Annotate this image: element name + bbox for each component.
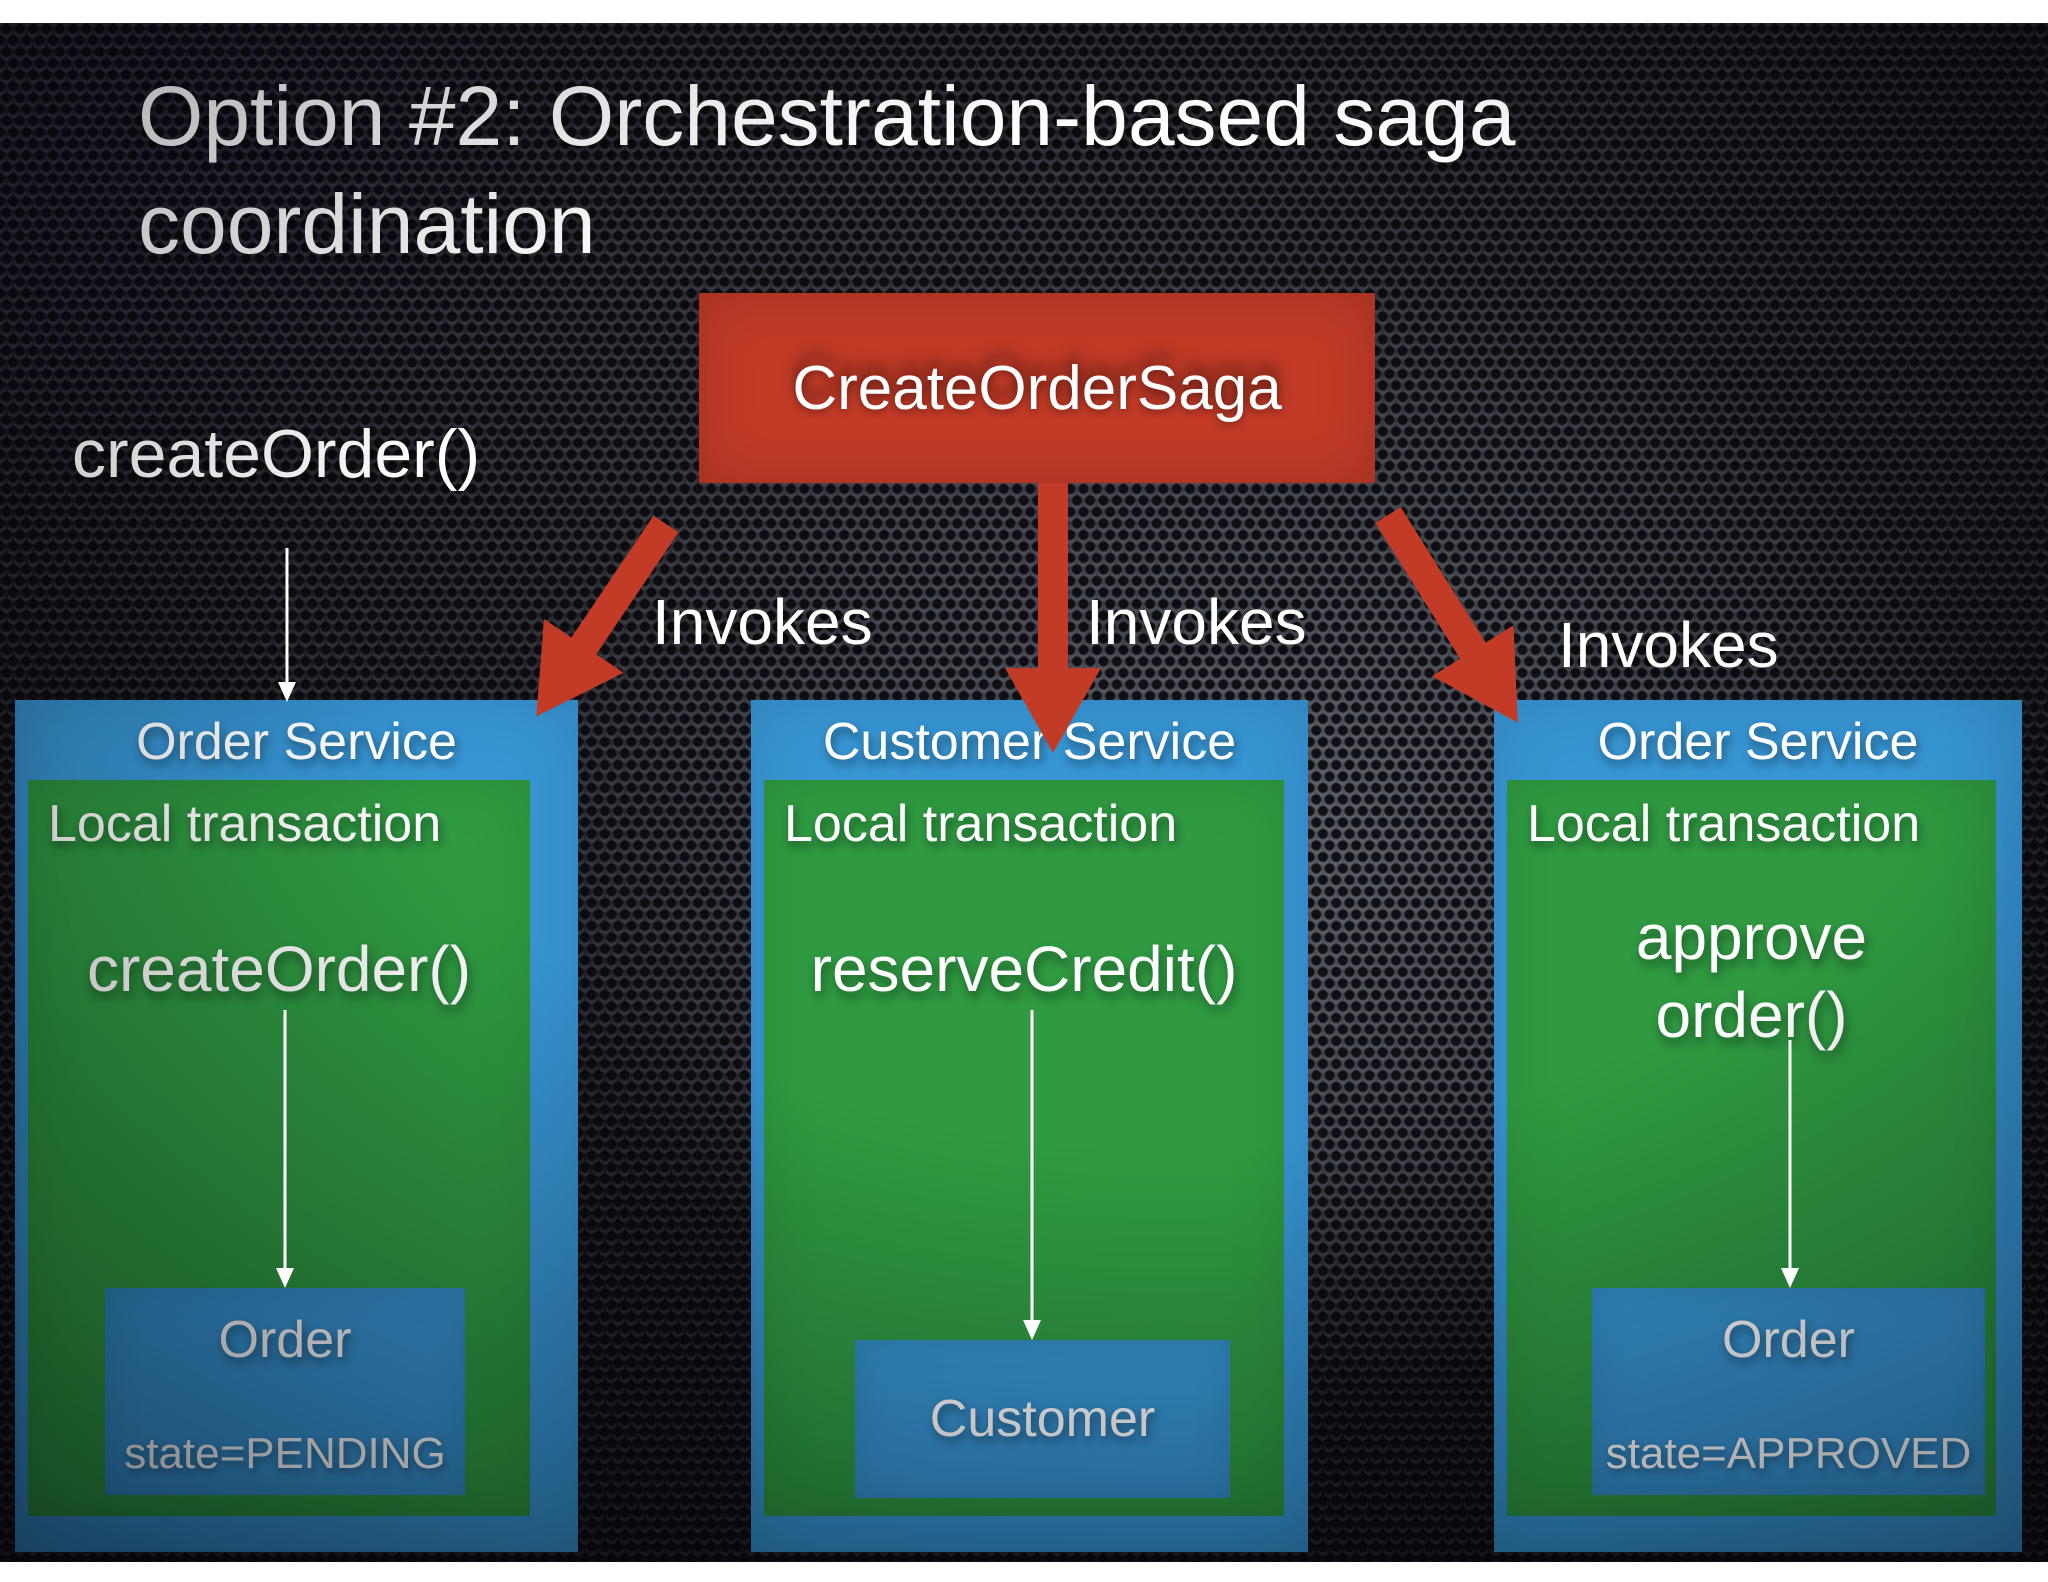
bottom-white-frame (0, 1562, 2048, 1582)
invokes-label-middle: Invokes (1086, 586, 1307, 658)
saga-orchestrator-box: CreateOrderSaga (699, 293, 1375, 483)
service-header: Order Service (136, 713, 457, 771)
service-header: Order Service (1597, 713, 1919, 771)
entity-state: state=PENDING (124, 1429, 446, 1478)
saga-orchestrator-label: CreateOrderSaga (792, 353, 1282, 423)
local-transaction-box: Local transaction createOrder() Order st… (28, 780, 530, 1516)
invokes-label-left: Invokes (652, 586, 873, 658)
service-panel-order-2: Order Service Local transaction approve … (1494, 700, 2022, 1552)
service-panel-order-1: Order Service Local transaction createOr… (15, 700, 578, 1552)
local-transaction-label: Local transaction (48, 795, 442, 853)
entity-box-order: Order state=PENDING (105, 1288, 465, 1495)
local-transaction-box: Local transaction approve order() Order … (1507, 780, 1996, 1516)
page-title-line2: coordination (138, 177, 596, 271)
invokes-label-right: Invokes (1558, 609, 1779, 681)
service-panel-customer: Customer Service Local transaction reser… (751, 700, 1308, 1552)
service-header: Customer Service (822, 713, 1237, 771)
entity-state: state=APPROVED (1605, 1429, 1972, 1478)
method-label: createOrder() (86, 933, 472, 1005)
entity-label: Order (1722, 1311, 1855, 1369)
entity-box-customer: Customer (855, 1340, 1230, 1498)
top-white-frame (0, 0, 2048, 23)
method-label: approve order() (1635, 901, 1868, 1051)
page-title: Option #2: Orchestration-based saga coor… (138, 62, 1738, 278)
local-transaction-box: Local transaction reserveCredit() Custom… (764, 780, 1284, 1516)
entity-label: Order (218, 1311, 352, 1369)
entity-label: Customer (929, 1390, 1156, 1448)
entry-call-label: createOrder() (72, 416, 481, 492)
page-title-line1: Option #2: Orchestration-based saga (138, 69, 1516, 163)
local-transaction-label: Local transaction (1527, 795, 1921, 853)
method-label: reserveCredit() (810, 933, 1238, 1005)
local-transaction-label: Local transaction (784, 795, 1178, 853)
entity-box-order: Order state=APPROVED (1592, 1288, 1985, 1495)
